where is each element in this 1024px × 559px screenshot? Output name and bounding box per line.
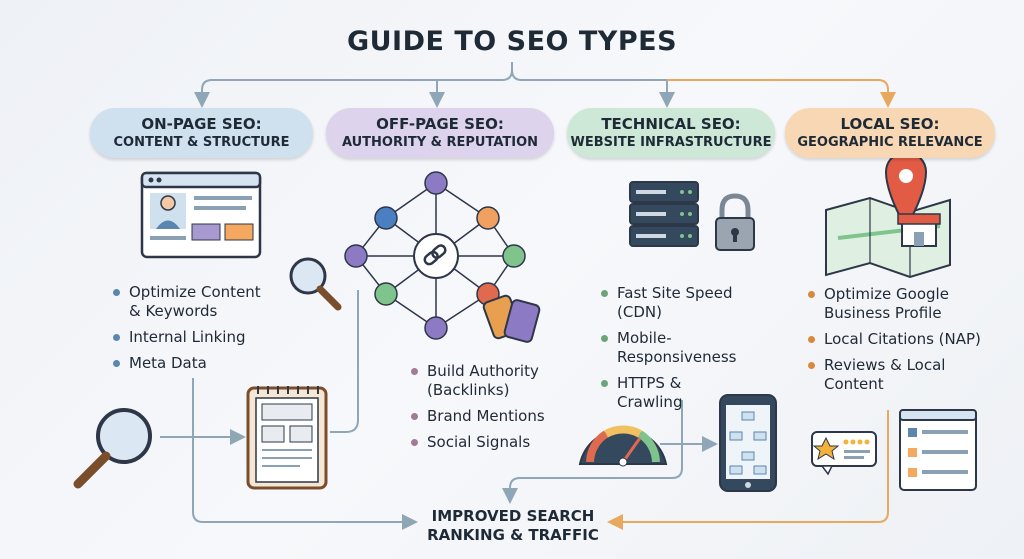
orange-connector-top <box>667 79 896 108</box>
category-subtitle: AUTHORITY & REPUTATION <box>341 135 539 150</box>
list-item: Internal Linking <box>113 328 273 347</box>
listing-icon <box>899 409 977 491</box>
result-line-2: RANKING & TRAFFIC <box>427 526 599 544</box>
category-on-page: ON-PAGE SEO: CONTENT & STRUCTURE <box>90 108 313 158</box>
result-line-1: IMPROVED SEARCH <box>431 507 595 525</box>
top-connector <box>194 62 675 108</box>
category-title: ON-PAGE SEO: <box>141 115 262 133</box>
webpage-icon <box>140 171 262 259</box>
store-icon <box>897 213 941 247</box>
category-technical: TECHNICAL SEO: WEBSITE INFRASTRUCTURE <box>567 108 775 158</box>
price-tags-icon <box>482 294 541 343</box>
technical-list: Fast Site Speed (CDN) Mobile-Responsiven… <box>601 284 751 419</box>
list-item: Optimize Content & Keywords <box>113 283 273 321</box>
list-item: HTTPS & Crawling <box>601 374 751 412</box>
list-item: Meta Data <box>113 354 273 373</box>
category-local: LOCAL SEO: GEOGRAPHIC RELEVANCE <box>785 108 995 158</box>
list-item: Mobile-Responsiveness <box>601 329 751 367</box>
on-page-list: Optimize Content & Keywords Internal Lin… <box>113 283 273 380</box>
bottom-connectors <box>160 290 718 530</box>
local-list: Optimize Google Business Profile Local C… <box>808 285 993 401</box>
speedometer-icon <box>578 425 668 467</box>
page-title: GUIDE TO SEO TYPES <box>346 26 678 57</box>
network-graph-icon <box>344 171 526 340</box>
padlock-icon <box>715 193 755 251</box>
notepad-wireframe-icon <box>246 386 328 490</box>
category-title: TECHNICAL SEO: <box>601 115 741 133</box>
list-item: Reviews & Local Content <box>808 356 993 394</box>
list-item: Local Citations (NAP) <box>808 330 993 349</box>
category-subtitle: CONTENT & STRUCTURE <box>113 135 290 150</box>
magnifier-small-icon <box>289 257 342 311</box>
list-item: Optimize Google Business Profile <box>808 285 993 323</box>
category-off-page: OFF-PAGE SEO: AUTHORITY & REPUTATION <box>326 108 554 158</box>
category-subtitle: WEBSITE INFRASTRUCTURE <box>570 135 772 150</box>
list-item: Build Authority (Backlinks) <box>411 362 561 400</box>
list-item: Brand Mentions <box>411 407 561 426</box>
list-item: Fast Site Speed (CDN) <box>601 284 751 322</box>
smartphone-icon <box>719 394 777 492</box>
category-title: OFF-PAGE SEO: <box>376 115 504 133</box>
off-page-list: Build Authority (Backlinks) Brand Mentio… <box>411 362 561 459</box>
server-icon <box>629 181 699 247</box>
review-stars-icon <box>811 431 877 476</box>
orange-connector-bottom <box>607 410 889 530</box>
category-title: LOCAL SEO: <box>840 115 940 133</box>
magnifier-large-icon <box>73 408 152 489</box>
link-icon <box>423 244 447 266</box>
list-item: Social Signals <box>411 433 561 452</box>
result-label: IMPROVED SEARCH RANKING & TRAFFIC <box>398 507 628 545</box>
category-subtitle: GEOGRAPHIC RELEVANCE <box>797 135 983 150</box>
